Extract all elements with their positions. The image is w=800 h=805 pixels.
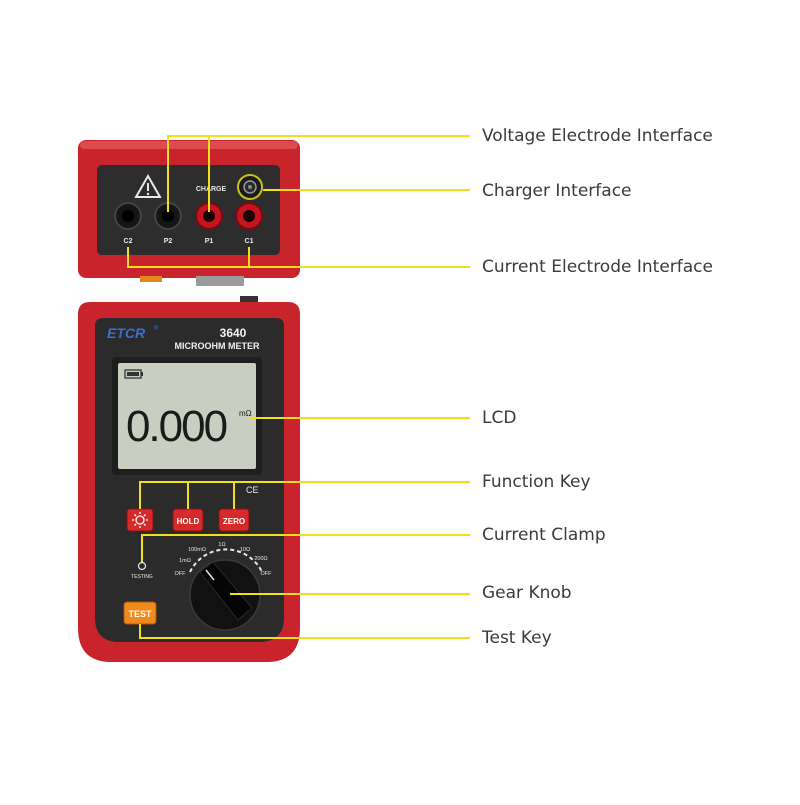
charger-socket[interactable] bbox=[237, 174, 263, 200]
hold-key[interactable]: HOLD bbox=[172, 508, 204, 532]
battery-icon bbox=[124, 369, 143, 379]
device-name: MICROOHM METER bbox=[175, 341, 260, 351]
gear-knob[interactable] bbox=[189, 559, 261, 631]
terminal-p1[interactable]: P1 bbox=[195, 202, 223, 245]
ce-mark: CE bbox=[246, 485, 259, 495]
callout-voltage-electrode: Voltage Electrode Interface bbox=[482, 126, 713, 146]
model-number: 3640 bbox=[220, 326, 247, 340]
terminal-c2-label: C2 bbox=[124, 238, 133, 245]
meter-top-port bbox=[240, 296, 258, 306]
leader-voltage-p2 bbox=[167, 135, 209, 212]
knob-pos-10: 10Ω bbox=[240, 547, 250, 553]
meter-body: ETCR ® 3640 MICROOHM METER 0.000 mΩ CE bbox=[78, 296, 300, 662]
lcd-screen bbox=[118, 363, 256, 469]
terminal-p1-label: P1 bbox=[205, 238, 214, 245]
backlight-key[interactable] bbox=[126, 508, 154, 532]
callout-current-electrode: Current Electrode Interface bbox=[482, 257, 713, 277]
leader-test bbox=[139, 624, 470, 639]
leader-function-backlight bbox=[139, 481, 470, 509]
top-panel-tab bbox=[140, 276, 162, 282]
brand-logo: ETCR bbox=[107, 325, 146, 341]
callout-function-key: Function Key bbox=[482, 472, 591, 492]
top-terminal-panel: CHARGE C2 P2 P1 C1 bbox=[78, 140, 300, 286]
callout-lcd: LCD bbox=[482, 408, 517, 428]
knob-pos-off-left: OFF bbox=[175, 571, 187, 577]
knob-pos-1: 1Ω bbox=[218, 542, 225, 548]
terminal-c1[interactable]: C1 bbox=[235, 202, 263, 245]
callout-charger-interface: Charger Interface bbox=[482, 181, 632, 201]
leader-lines bbox=[127, 135, 470, 639]
callout-test-key: Test Key bbox=[482, 628, 552, 648]
sun-icon bbox=[132, 512, 148, 528]
brand-registered-mark: ® bbox=[154, 325, 159, 332]
knob-pos-200: 200Ω bbox=[254, 556, 267, 562]
callout-current-clamp: Current Clamp bbox=[482, 525, 606, 545]
lcd-reading: 0.000 bbox=[126, 402, 227, 451]
knob-pos-100m: 100mΩ bbox=[188, 547, 206, 553]
terminal-p2[interactable]: P2 bbox=[154, 202, 182, 245]
knob-pos-off-right: OFF bbox=[261, 571, 273, 577]
charge-label: CHARGE bbox=[196, 186, 227, 193]
knob-scale-arc bbox=[189, 548, 263, 573]
warning-icon bbox=[134, 173, 162, 198]
zero-key-label: ZERO bbox=[223, 517, 245, 526]
callout-gear-knob: Gear Knob bbox=[482, 583, 572, 603]
test-key-label: TEST bbox=[128, 609, 152, 619]
terminal-p2-label: P2 bbox=[164, 238, 173, 245]
top-panel-hinge bbox=[196, 276, 244, 286]
terminal-c2[interactable]: C2 bbox=[114, 202, 142, 245]
lcd-unit: mΩ bbox=[239, 409, 252, 418]
test-key[interactable]: TEST bbox=[123, 601, 157, 625]
zero-key[interactable]: ZERO bbox=[218, 508, 250, 532]
testing-label: TESTING bbox=[131, 574, 153, 580]
terminal-c1-label: C1 bbox=[245, 238, 254, 245]
testing-indicator bbox=[137, 561, 147, 571]
leader-current-c2 bbox=[127, 247, 249, 268]
knob-pos-1m: 1mΩ bbox=[179, 558, 191, 564]
top-panel-highlight bbox=[80, 141, 298, 149]
top-panel-face bbox=[97, 165, 280, 255]
hold-key-label: HOLD bbox=[177, 517, 200, 526]
leader-clamp bbox=[141, 534, 470, 562]
